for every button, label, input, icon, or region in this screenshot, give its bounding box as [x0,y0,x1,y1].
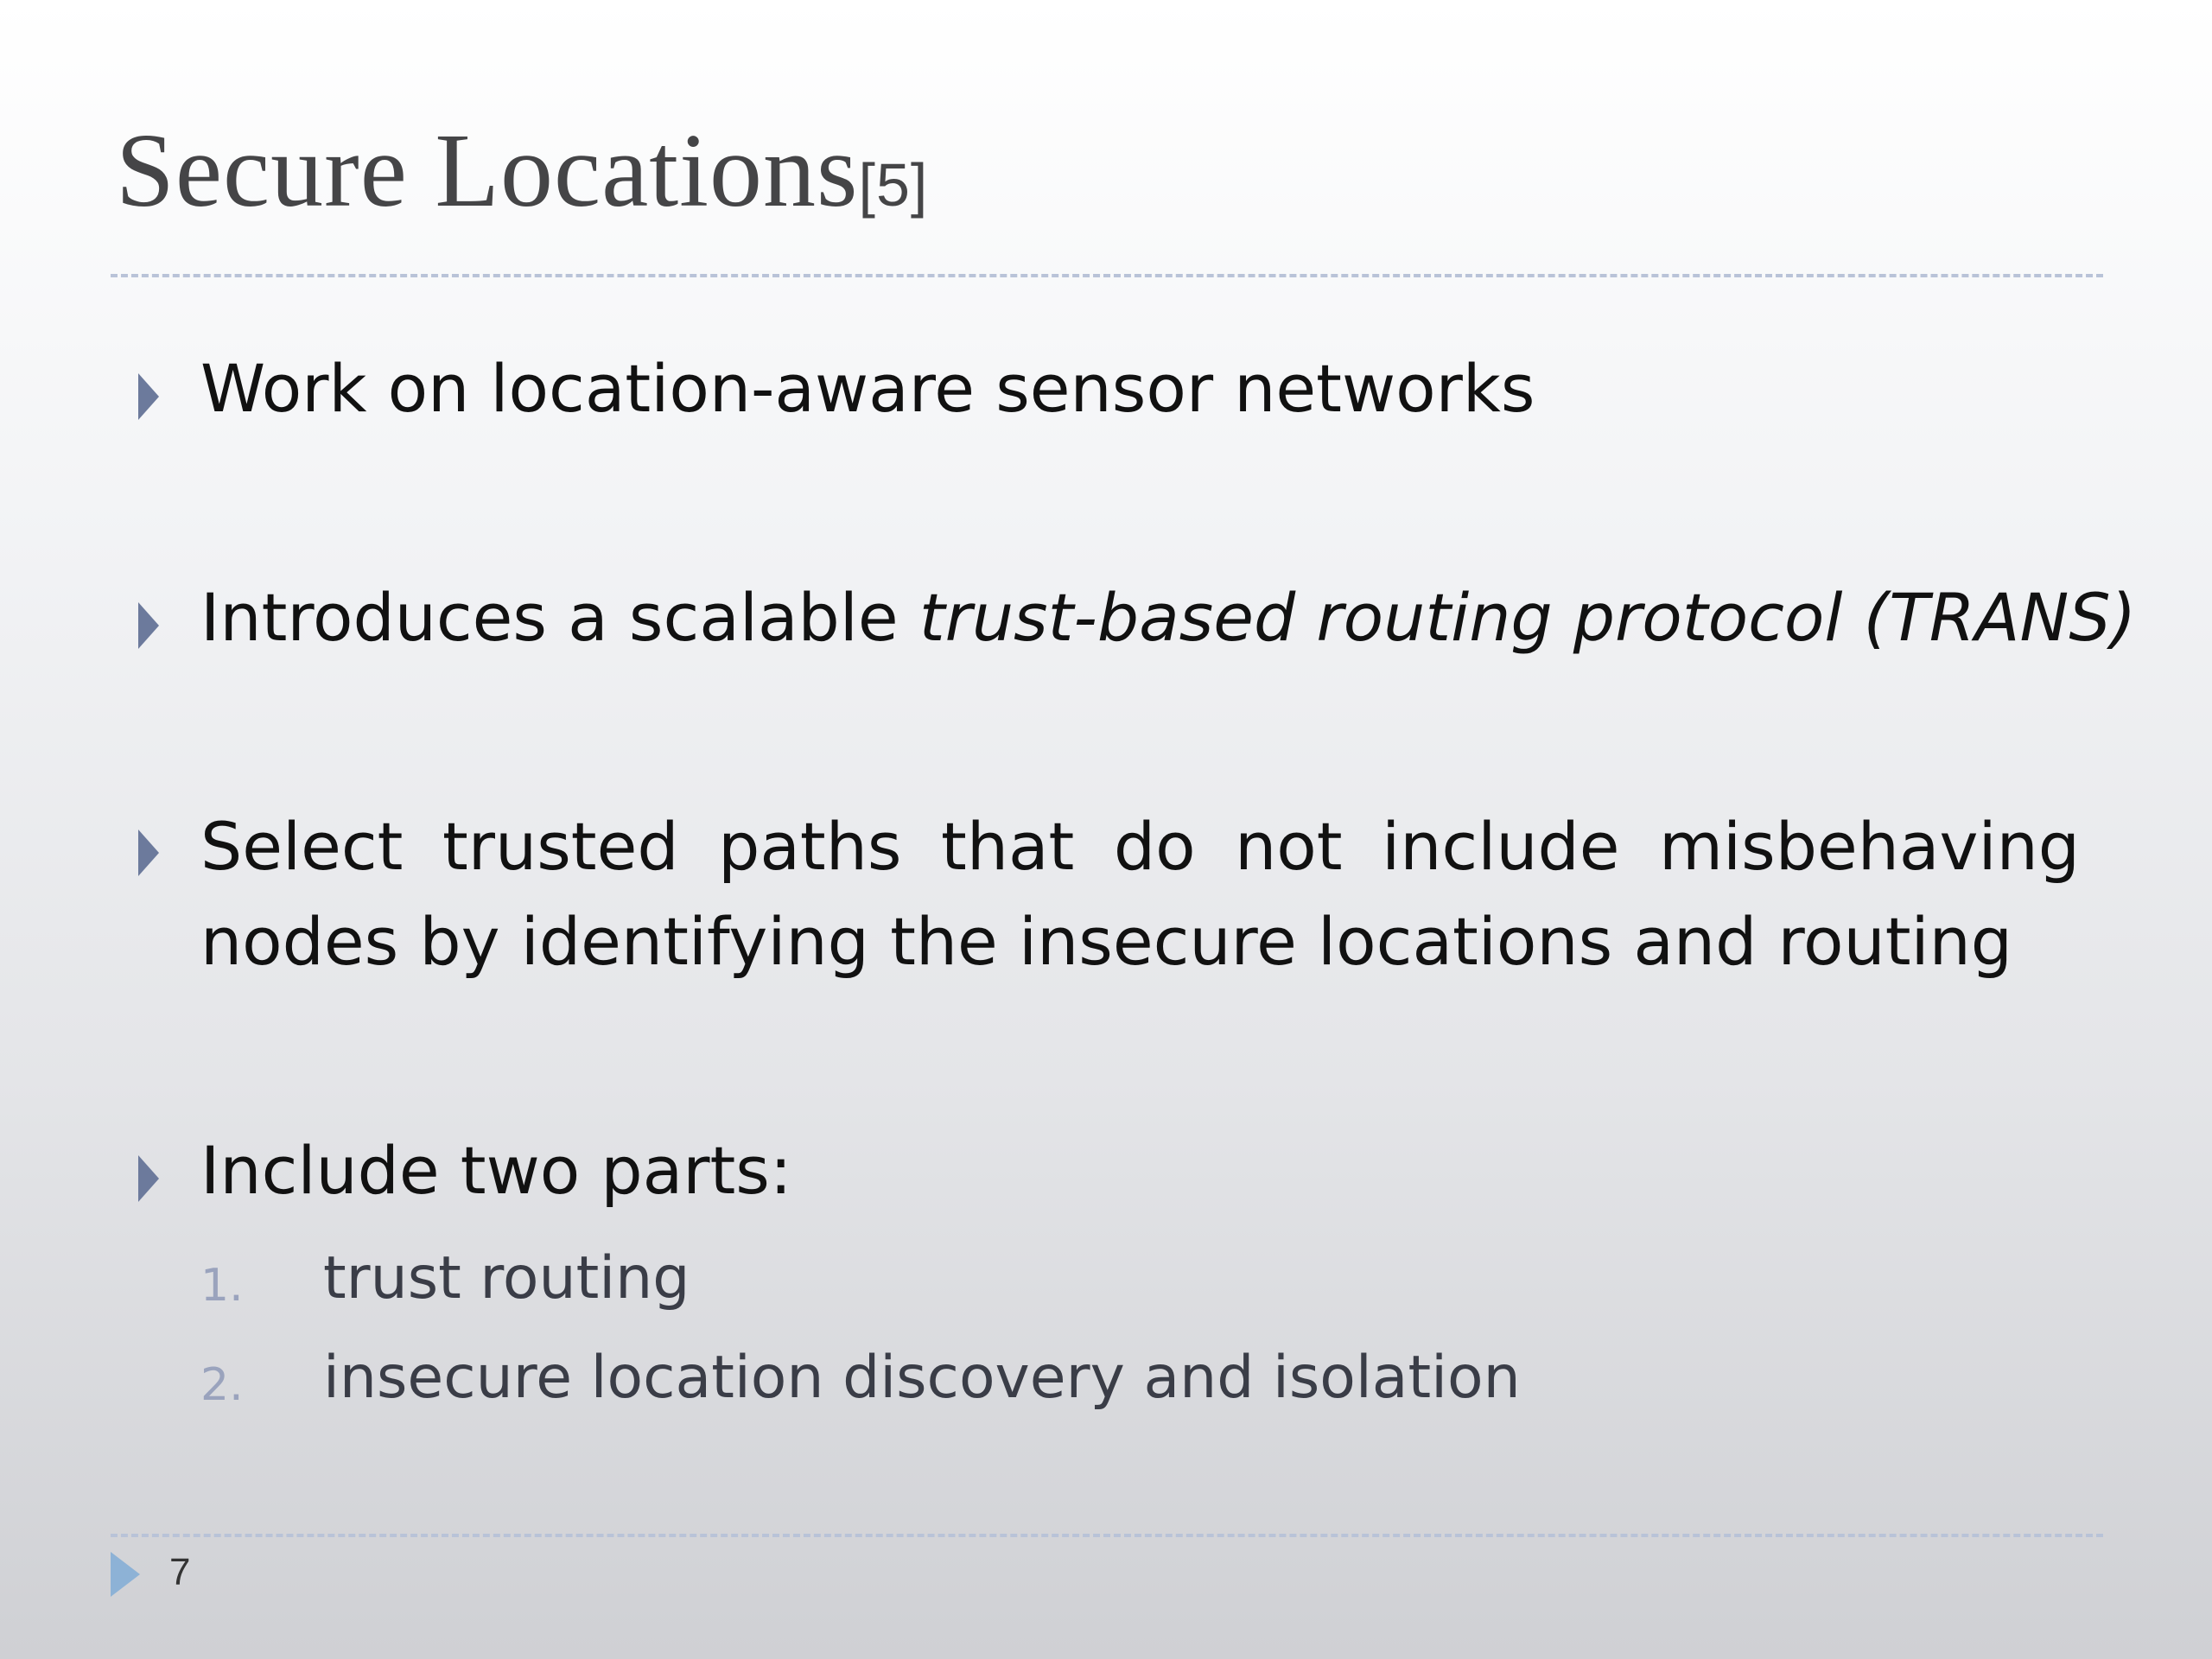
subitem-text: trust routing [323,1244,690,1313]
slide-title-reference: [5] [858,151,929,219]
footer-divider [111,1534,2103,1537]
bullet-arrow-icon [138,830,159,876]
page-number: 7 [169,1551,191,1593]
bullet-arrow-icon [138,373,159,420]
slide-title-text: Secure Locations [116,112,859,229]
bullet-text: Include two parts: [200,1132,792,1209]
bullet-text: Select trusted paths that do not include… [200,808,2080,980]
subitem-number: 1. [200,1260,244,1312]
slide-title: Secure Locations[5] [116,111,928,232]
subitem-text: insecure location discovery and isolatio… [323,1344,1521,1412]
subitem-number: 2. [200,1359,244,1411]
bullet-text: Work on location-aware sensor networks [200,350,1535,427]
bullet-arrow-icon [138,1155,159,1202]
bullet-text-italic: trust-based routing protocol (TRANS) [918,579,2137,656]
footer-arrow-icon [111,1552,140,1597]
bullet-arrow-icon [138,602,159,649]
bullet-text-plain: Introduces a scalable [200,579,919,656]
title-divider [111,274,2103,277]
bullet-text: Introduces a scalable trust-based routin… [200,579,2136,656]
